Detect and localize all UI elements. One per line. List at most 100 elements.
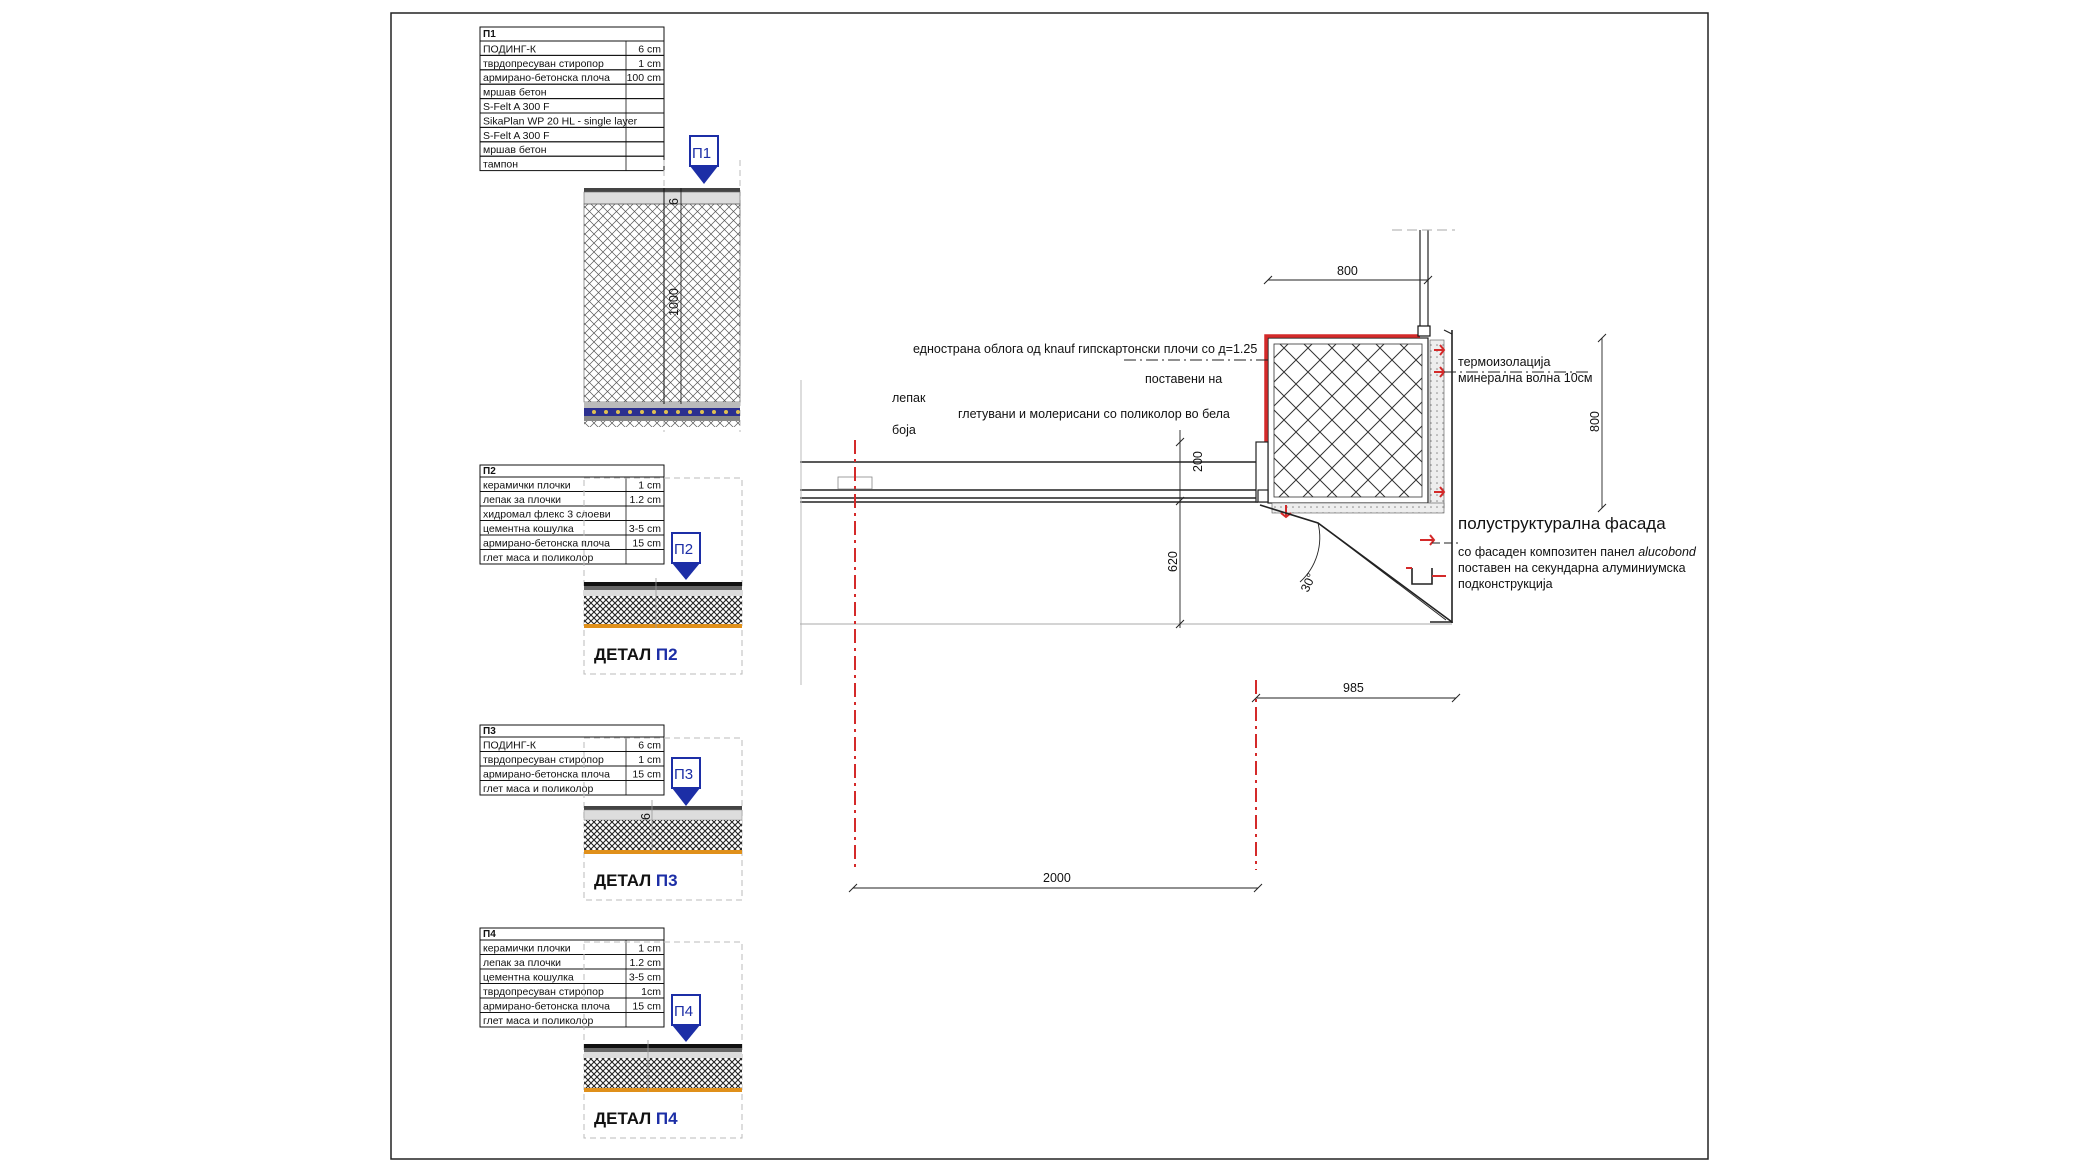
p1-level-marker: П1 [689,135,719,184]
p1-layer-name: тврдопресуван стиропор [483,58,604,70]
p1-layer-table: П1 ПОДИНГ-К 6 cm тврдопресуван стиропор 1 c… [479,26,665,172]
facade-note-substructure: поставен на секундарна алуминиумска [1458,561,1686,575]
facade-title: полуструктурална фасада [1458,514,1666,533]
p1-layer-row: мршав бетон [479,83,665,100]
p1-layer-name: мршав бетон [483,144,547,156]
dim-top-800: 800 [1337,264,1358,278]
p3-layer-name: глет маса и поликолор [483,783,593,795]
p1-layer-row: SikaPlan WP 20 HL - single layer [479,112,665,128]
main-section-drawing: 800 [800,229,1697,893]
p4-marker-label: П4 [674,1003,693,1020]
note-placed-on: поставени на [1145,372,1222,386]
p1-layer-row: S-Felt A 300 F [479,98,665,114]
p4-layer-thickness: 1 cm [638,943,661,955]
p3-marker-label: П3 [674,766,693,783]
p1-layer-row: тампон [479,155,665,172]
p2-layer-row: глет маса и поликолор [479,549,665,565]
p2-layer-name: армирано-бетонска плоча [483,538,610,550]
p2-layer-thickness: 3-5 cm [629,523,661,535]
p4-layer-row: глет маса и поликолор [479,1012,665,1028]
p4-layer-thickness: 1cm [641,986,661,998]
p4-layer-name: глет маса и поликолор [483,1015,593,1027]
p4-layer-name: лепак за плочки [483,957,561,969]
p3-level-marker: П3 [671,757,701,806]
p3-layer-thickness: 15 cm [632,769,661,781]
p3-section-detail: 6 П3 ДЕТАЛ П3 [583,737,743,901]
p4-section-detail: П4 ДЕТАЛ П4 [583,941,743,1139]
p1-section-detail: 6 1000 П1 [583,135,741,432]
p1-layer-row: ПОДИНГ-К 6 cm [479,40,665,56]
p1-layer-thickness: 1 cm [638,58,661,70]
p3-layer-row: ПОДИНГ-К 6 cm [479,736,665,752]
p4-level-marker: П4 [671,994,701,1042]
p2-layer-thickness: 1 cm [638,480,661,492]
p1-layer-row: S-Felt A 300 F [479,126,665,143]
p3-detail-label: ДЕТАЛ П3 [594,871,678,890]
p1-layer-name: армирано-бетонска плоча [483,72,610,84]
p4-layer-thickness: 1.2 cm [629,957,661,969]
p2-level-marker: П2 [671,532,701,580]
p2-title: П2 [483,466,496,477]
p2-layer-thickness: 1.2 cm [629,494,661,506]
p4-layer-row: цементна кошулка 3-5 cm [479,968,665,984]
p2-layer-row: армирано-бетонска плоча 15 cm [479,534,665,550]
p1-layer-thickness: 6 cm [638,43,661,55]
p2-layer-name: керамички плочки [483,480,571,492]
p3-layer-thickness: 6 cm [638,740,661,752]
p2-layer-row: керамички плочки 1 cm [479,476,665,492]
p1-layer-row: тврдопресуван стиропор 1 cm [479,54,665,71]
p4-detail-label: ДЕТАЛ П4 [594,1109,678,1128]
p3-title: П3 [483,726,496,737]
p3-layer-thickness: 1 cm [638,754,661,766]
p1-layer-thickness: 100 cm [627,72,662,84]
svg-text:6: 6 [639,813,653,820]
p1-title: П1 [483,29,496,40]
p3-layer-row: глет маса и поликолор [479,780,665,796]
p2-layer-name: хидромал флекс 3 слоеви [483,509,611,521]
p1-dim-top: 6 [667,198,681,205]
dim-200: 200 [1191,451,1205,472]
note-paint-color: боја [892,423,916,437]
p1-layer-name: ПОДИНГ-К [483,43,537,55]
angle-30: 30° [1298,571,1319,594]
dim-985: 985 [1343,681,1364,695]
note-painted: глетувани и молерисани со поликолор во б… [958,407,1230,421]
p4-layer-row: лепак за плочки 1.2 cm [479,954,665,970]
dim-2000: 2000 [1043,871,1071,885]
p4-layer-thickness: 3-5 cm [629,972,661,984]
p3-layer-name: ПОДИНГ-К [483,740,537,752]
p3-layer-row: армирано-бетонска плоча 15 cm [479,765,665,781]
p3-layer-name: тврдопресуван стиропор [483,754,604,766]
p4-layer-name: тврдопресуван стиропор [483,986,604,998]
p1-layer-name: тампон [483,159,518,171]
note-mineral-wool: минерална волна 10см [1458,371,1593,385]
p1-dim-slab: 1000 [667,288,681,316]
note-knauf-lining: еднострана облога од knauf гипскартонски… [913,342,1257,356]
note-adhesive: лепак [892,391,926,405]
p4-title: П4 [483,929,496,940]
p1-layer-name: SikaPlan WP 20 HL - single layer [483,115,638,127]
facade-note-panel: со фасаден композитен панел alucobond [1458,545,1697,559]
p2-marker-label: П2 [674,541,693,558]
p4-layer-row: тврдопресуван стиропор 1cm [479,983,665,999]
p2-detail-label: ДЕТАЛ П2 [594,645,678,664]
p2-layer-row: хидромал флекс 3 слоеви [479,505,665,521]
p3-layer-name: армирано-бетонска плоча [483,769,610,781]
p1-layer-name: мршав бетон [483,87,547,99]
p1-layer-name: S-Felt A 300 F [483,130,550,142]
p2-layer-thickness: 15 cm [632,538,661,550]
p2-layer-name: глет маса и поликолор [483,552,593,564]
dim-right-800: 800 [1588,411,1602,432]
sheet-border [390,12,1709,1160]
dim-620: 620 [1166,551,1180,572]
p4-layer-name: цементна кошулка [483,972,574,984]
p1-marker-label: П1 [692,145,711,162]
facade-note-substructure-2: подконструкција [1458,577,1553,591]
p2-section-detail: П2 ДЕТАЛ П2 [583,477,743,675]
